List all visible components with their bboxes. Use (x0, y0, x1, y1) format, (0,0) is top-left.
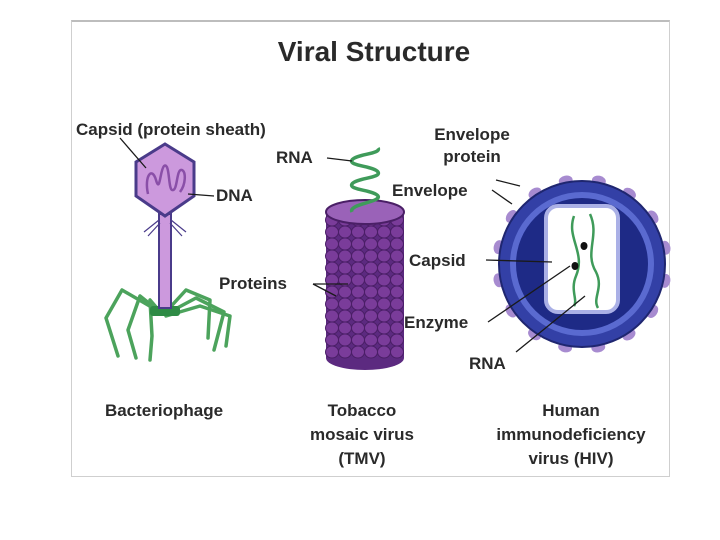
tmv-protein-subunit (325, 309, 339, 323)
tmv-protein-subunit (325, 225, 339, 239)
tmv-protein-subunit (351, 273, 365, 287)
tmv-protein-subunit (364, 345, 378, 359)
tmv-protein-subunit (325, 345, 339, 359)
tmv-protein-subunit (351, 225, 365, 239)
tmv-protein-subunit (390, 309, 404, 323)
tmv-protein-subunit (377, 345, 391, 359)
hiv-enzyme-dot-2 (571, 262, 579, 270)
tmv-protein-subunit (338, 237, 352, 251)
tmv-protein-subunit (377, 249, 391, 263)
tmv-protein-subunit (390, 225, 404, 239)
tmv-rna-helix (350, 147, 380, 213)
tmv-protein-subunits (325, 213, 404, 359)
caption-tmv-line-1: Tobacco (328, 401, 397, 420)
tmv-protein-subunit (325, 237, 339, 251)
tmv-protein-subunit (390, 345, 404, 359)
tmv-protein-subunit (377, 261, 391, 275)
tmv-protein-subunit (390, 273, 404, 287)
label-dna: DNA (216, 186, 253, 205)
tmv-protein-subunit (351, 333, 365, 347)
tmv-protein-subunit (377, 321, 391, 335)
tmv-protein-subunit (390, 321, 404, 335)
tmv-protein-subunit (390, 249, 404, 263)
tmv-protein-subunit (338, 345, 352, 359)
label-capsid: Capsid (409, 251, 466, 270)
label-envelope-protein-line-2: protein (443, 147, 501, 166)
tmv-protein-subunit (351, 309, 365, 323)
hiv-rna-strand-1 (570, 215, 581, 307)
tmv-protein-subunit (325, 249, 339, 263)
tmv-protein-subunit (377, 273, 391, 287)
label-hiv-rna: RNA (469, 354, 506, 373)
tmv-protein-subunit (377, 237, 391, 251)
phage-dna-coil (145, 164, 186, 195)
hiv-drawing (493, 175, 671, 353)
caption-hiv-line-1: Human (542, 401, 600, 420)
tmv-protein-subunit (364, 237, 378, 251)
tmv-protein-subunit (338, 261, 352, 275)
hiv-rna-strand-2 (588, 213, 601, 309)
tmv-protein-subunit (338, 321, 352, 335)
tmv-protein-subunit (377, 333, 391, 347)
tmv-protein-subunit (338, 249, 352, 263)
tmv-protein-subunit (364, 225, 378, 239)
tmv-protein-subunit (325, 321, 339, 335)
tmv-protein-subunit (338, 225, 352, 239)
tmv-protein-subunit (351, 285, 365, 299)
tmv-protein-subunit (377, 285, 391, 299)
tmv-protein-subunit (351, 345, 365, 359)
tmv-protein-subunit (390, 237, 404, 251)
tmv-protein-subunit (390, 333, 404, 347)
tmv-protein-subunit (351, 249, 365, 263)
hiv-enzyme-dot-1 (580, 242, 588, 250)
tmv-protein-subunit (338, 297, 352, 311)
label-proteins: Proteins (219, 274, 287, 293)
tmv-protein-subunit (351, 261, 365, 275)
tmv-protein-subunit (364, 333, 378, 347)
tmv-protein-subunit (338, 333, 352, 347)
tmv-protein-subunit (377, 309, 391, 323)
label-capsid-protein-sheath: Capsid (protein sheath) (76, 120, 266, 139)
tmv-protein-subunit (390, 297, 404, 311)
tmv-drawing (325, 147, 405, 370)
label-enzyme: Enzyme (404, 313, 468, 332)
bacteriophage-drawing (104, 142, 232, 362)
tmv-protein-subunit (364, 249, 378, 263)
tmv-protein-subunit (364, 309, 378, 323)
label-envelope: Envelope (392, 181, 468, 200)
label-envelope-protein-line-1: Envelope (434, 125, 510, 144)
tmv-protein-subunit (351, 297, 365, 311)
tmv-protein-subunit (325, 297, 339, 311)
tmv-protein-subunit (390, 261, 404, 275)
tmv-protein-subunit (338, 285, 352, 299)
tmv-protein-subunit (364, 273, 378, 287)
diagram-title: Viral Structure (278, 36, 470, 67)
hiv-capsid (544, 204, 620, 314)
tmv-protein-subunit (338, 309, 352, 323)
caption-bacteriophage: Bacteriophage (105, 401, 223, 420)
tmv-protein-subunit (364, 261, 378, 275)
phage-tail (158, 213, 172, 309)
tmv-protein-subunit (364, 297, 378, 311)
tmv-protein-subunit (351, 237, 365, 251)
tmv-top-face (325, 199, 405, 225)
phage-base-plate (150, 306, 180, 316)
tmv-protein-subunit (364, 285, 378, 299)
tmv-protein-subunit (377, 297, 391, 311)
caption-hiv-line-3: virus (HIV) (528, 449, 613, 468)
caption-tmv-line-3: (TMV) (338, 449, 385, 468)
leader-lines (119, 137, 586, 353)
tmv-protein-subunit (351, 321, 365, 335)
tmv-protein-subunit (390, 285, 404, 299)
label-tmv-rna: RNA (276, 148, 313, 167)
tmv-protein-subunit (364, 321, 378, 335)
phage-capsid-head (134, 142, 196, 218)
tmv-protein-subunit (325, 333, 339, 347)
phage-collar (143, 219, 187, 237)
caption-tmv-line-2: mosaic virus (310, 425, 414, 444)
caption-hiv-line-2: immunodeficiency (496, 425, 646, 444)
tmv-protein-subunit (325, 261, 339, 275)
tmv-protein-subunit (377, 225, 391, 239)
